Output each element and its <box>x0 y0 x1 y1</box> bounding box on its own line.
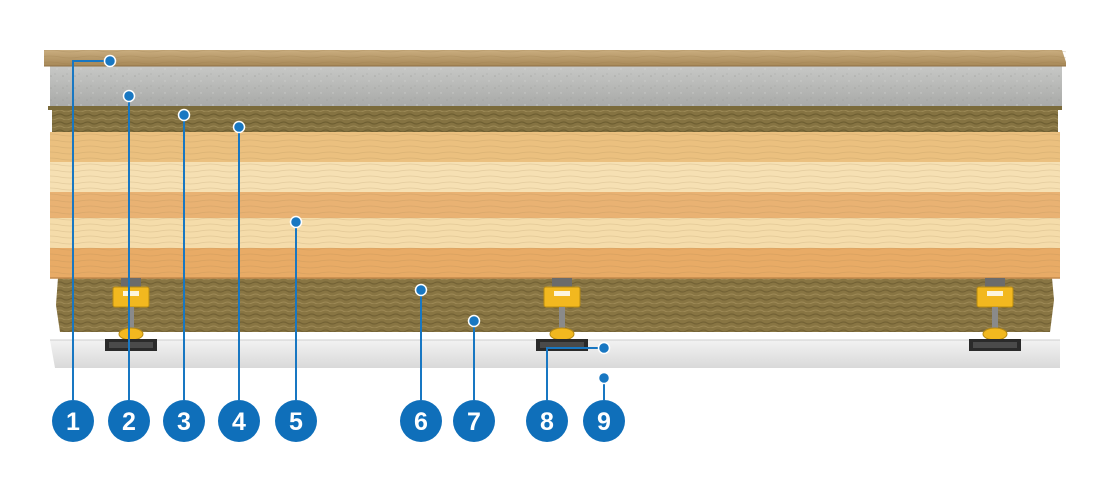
marker-badge-4[interactable]: 4 <box>218 400 260 442</box>
resilient-hanger <box>969 278 1021 351</box>
marker-label-8: 8 <box>540 408 554 436</box>
leader-line-5 <box>289 215 303 400</box>
leader-line-9 <box>597 371 611 400</box>
marker-badge-5[interactable]: 5 <box>275 400 317 442</box>
marker-label-3: 3 <box>177 408 191 436</box>
leader-line-2 <box>122 89 136 400</box>
marker-badge-7[interactable]: 7 <box>453 400 495 442</box>
marker-label-9: 9 <box>597 408 611 436</box>
marker-label-5: 5 <box>289 408 303 436</box>
marker-label-7: 7 <box>467 408 481 436</box>
leader-line-6 <box>414 283 428 400</box>
resilient-hanger <box>105 278 157 351</box>
leader-line-1 <box>72 54 117 400</box>
leader-line-3 <box>177 108 191 400</box>
leader-line-7 <box>467 314 481 400</box>
impact-insulation-layer <box>52 110 1058 132</box>
clt-panel <box>50 132 1060 279</box>
marker-badge-9[interactable]: 9 <box>583 400 625 442</box>
marker-badge-6[interactable]: 6 <box>400 400 442 442</box>
marker-badge-8[interactable]: 8 <box>526 400 568 442</box>
marker-badge-3[interactable]: 3 <box>163 400 205 442</box>
marker-badges: 1 2 3 4 5 6 7 8 9 <box>52 400 625 442</box>
marker-label-4: 4 <box>232 408 246 436</box>
leader-lines <box>72 54 611 400</box>
marker-label-6: 6 <box>414 408 428 436</box>
marker-label-1: 1 <box>66 408 80 436</box>
marker-badge-1[interactable]: 1 <box>52 400 94 442</box>
leader-line-4 <box>232 120 246 400</box>
leader-line-8 <box>546 341 611 400</box>
marker-badge-2[interactable]: 2 <box>108 400 150 442</box>
separation-layer <box>48 106 1062 110</box>
marker-label-2: 2 <box>122 408 136 436</box>
wood-floor-layer <box>44 50 1066 67</box>
concrete-screed-layer <box>50 66 1062 106</box>
